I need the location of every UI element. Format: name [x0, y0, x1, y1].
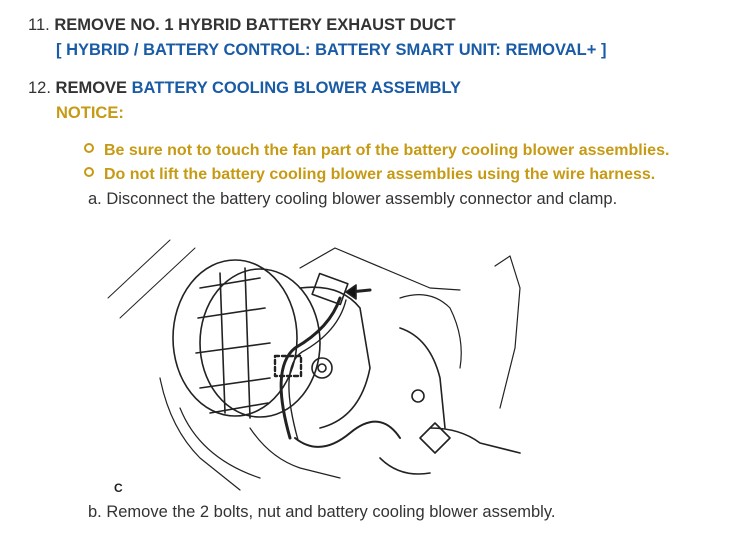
step-title-prefix: REMOVE — [55, 79, 128, 97]
figure-corner-label: C — [114, 481, 123, 495]
bullet-circle-icon — [84, 143, 94, 153]
step-number: 12. — [28, 79, 51, 97]
step-11-reference-link[interactable]: [ HYBRID / BATTERY CONTROL: BATTERY SMAR… — [56, 41, 607, 59]
step-11-heading: 11. REMOVE NO. 1 HYBRID BATTERY EXHAUST … — [28, 15, 456, 35]
notice-item: Do not lift the battery cooling blower a… — [84, 166, 655, 184]
bullet-circle-icon — [84, 167, 94, 177]
notice-text: Be sure not to touch the fan part of the… — [104, 142, 670, 159]
notice-item: Be sure not to touch the fan part of the… — [84, 142, 669, 160]
blower-assembly-illustration: C — [107, 239, 521, 495]
substep-b: b. Remove the 2 bolts, nut and battery c… — [88, 503, 556, 521]
notice-text: Do not lift the battery cooling blower a… — [104, 166, 656, 183]
step-title: REMOVE NO. 1 HYBRID BATTERY EXHAUST DUCT — [54, 16, 456, 34]
substep-a: a. Disconnect the battery cooling blower… — [88, 190, 618, 208]
step-12-heading: 12. REMOVE BATTERY COOLING BLOWER ASSEMB… — [28, 78, 461, 98]
step-number: 11. — [28, 16, 50, 34]
notice-label: NOTICE: — [56, 104, 124, 122]
step-12-title-link[interactable]: BATTERY COOLING BLOWER ASSEMBLY — [131, 79, 462, 97]
